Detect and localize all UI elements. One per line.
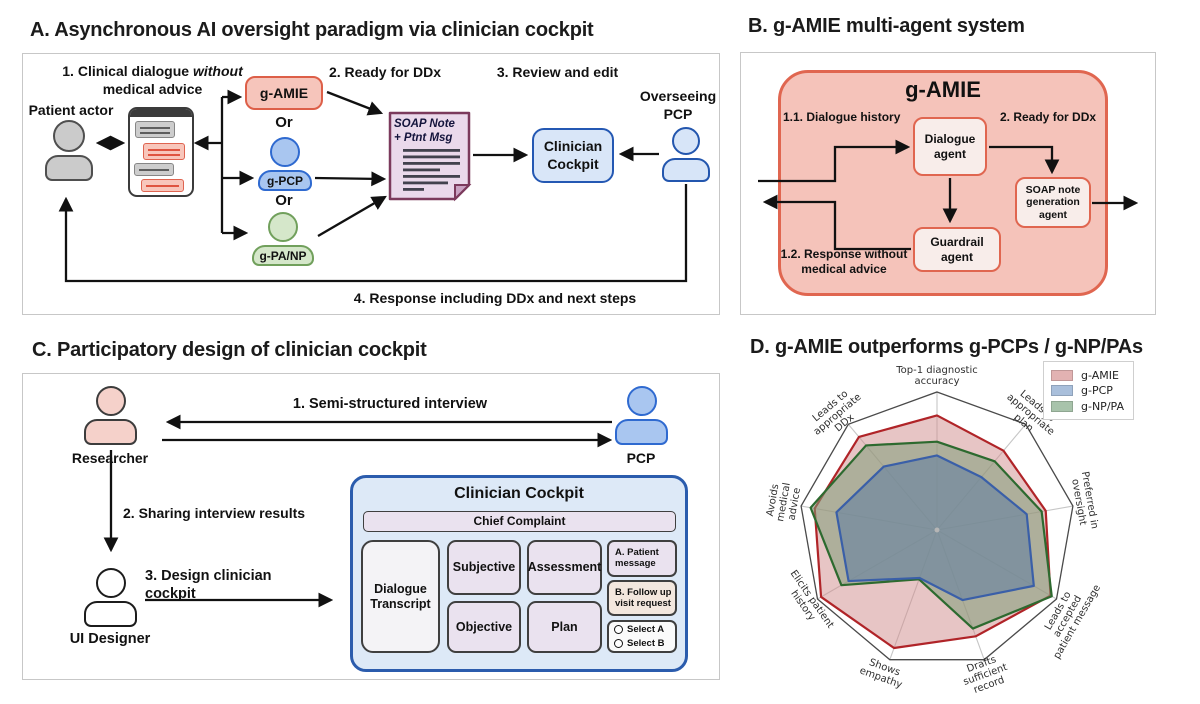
panel-a-title: A. Asynchronous AI oversight paradigm vi… — [30, 19, 594, 41]
step1-label: 1. Clinical dialogue without medical adv… — [60, 63, 245, 98]
feedback-path — [58, 184, 688, 283]
legend-item-g-pcp: g-PCP — [1051, 384, 1124, 397]
ui-designer-label: UI Designer — [69, 631, 151, 647]
label-1-1: 1.1. Dialogue history — [783, 110, 901, 124]
chart-legend: g-AMIE g-PCP g-NP/PA — [1043, 361, 1134, 420]
label-2: 2. Ready for DDx — [1000, 110, 1097, 124]
chat-message-gray — [135, 121, 175, 138]
step3-design-label: 3. Design clinician cockpit — [145, 568, 272, 603]
g-pcp-icon: g-PCP — [258, 137, 312, 191]
or-label-1: Or — [275, 114, 293, 131]
or-label-2: Or — [275, 192, 293, 209]
ui-designer-icon — [84, 568, 137, 627]
radar-axis-label: Preferred inoversight — [1068, 471, 1100, 532]
plan-field: Plan — [527, 601, 602, 653]
chat-titlebar — [130, 109, 192, 117]
assessment-field: Assessment — [527, 540, 602, 595]
chat-message-pink — [143, 143, 185, 160]
legend-label: g-PCP — [1081, 384, 1113, 397]
g-pa-np-label: g-PA/NP — [252, 245, 314, 266]
clinician-cockpit-box: Clinician Cockpit — [532, 128, 614, 183]
g-amie-swatch-icon — [1051, 369, 1073, 381]
select-panel: Select A Select B — [607, 620, 677, 653]
step1-line2: medical advice — [102, 80, 203, 97]
panel-c-title: C. Participatory design of clinician coc… — [32, 339, 427, 361]
radar-axis-label: Draftssufficientrecord — [958, 652, 1012, 699]
chat-message-gray — [134, 163, 174, 176]
legend-item-g-amie: g-AMIE — [1051, 369, 1124, 382]
chat-window-icon — [128, 107, 194, 197]
step4-label: 4. Response including DDx and next steps — [353, 290, 637, 306]
g-amie-container-title: g-AMIE — [905, 77, 981, 102]
patient-actor-icon — [45, 120, 93, 181]
researcher-icon — [84, 386, 137, 445]
follow-up-field: B. Follow up visit request — [607, 580, 677, 616]
g-pa-np-icon: g-PA/NP — [252, 212, 314, 266]
patient-actor-label: Patient actor — [28, 102, 114, 118]
legend-label: g-AMIE — [1081, 368, 1119, 382]
patient-message-field: A. Patient message — [607, 540, 677, 577]
panel-d-title: D. g-AMIE outperforms g-PCPs / g-NP/PAs — [750, 336, 1143, 358]
chat-message-pink — [141, 179, 184, 192]
chief-complaint-field: Chief Complaint — [363, 511, 676, 532]
pcp-icon — [615, 386, 668, 445]
select-b-option: Select B — [614, 638, 665, 649]
pcp-label: PCP — [626, 450, 656, 466]
g-pcp-label: g-PCP — [258, 170, 312, 191]
select-a-label: Select A — [627, 624, 665, 636]
dialogue-transcript-panel: Dialogue Transcript — [361, 540, 440, 653]
soap-generation-agent-box: SOAP note generation agent — [1015, 177, 1091, 228]
cockpit-mock-title: Clinician Cockpit — [454, 485, 584, 502]
label-1-2: 1.2. Response without medical advice — [780, 247, 908, 276]
g-amie-box: g-AMIE — [245, 76, 323, 110]
select-b-label: Select B — [627, 637, 665, 649]
radar-axis-label: Avoidsmedicaladvice — [764, 480, 803, 525]
legend-label: g-NP/PA — [1081, 399, 1124, 413]
legend-item-g-np-pa: g-NP/PA — [1051, 400, 1124, 413]
step3-label: 3. Review and edit — [496, 64, 619, 80]
step2-sharing-label: 2. Sharing interview results — [123, 505, 306, 521]
step1-interview-label: 1. Semi-structured interview — [292, 396, 488, 412]
radio-a-icon — [614, 625, 623, 635]
objective-field: Objective — [447, 601, 521, 653]
subjective-field: Subjective — [447, 540, 521, 595]
researcher-label: Researcher — [71, 450, 149, 466]
dialogue-agent-box: Dialogue agent — [913, 117, 987, 176]
g-np-pa-swatch-icon — [1051, 400, 1073, 412]
select-a-option: Select A — [614, 624, 664, 635]
guardrail-agent-box: Guardrail agent — [913, 227, 1001, 272]
panel-b-title: B. g-AMIE multi-agent system — [748, 15, 1025, 37]
step1-italic-text: without — [192, 63, 243, 79]
overseeing-pcp-icon — [662, 127, 710, 182]
overseeing-pcp-label: Overseeing PCP — [639, 88, 717, 122]
soap-note-label: SOAP Note + Ptnt Msg — [394, 118, 455, 145]
soap-note-document — [388, 111, 472, 202]
step2-label: 2. Ready for DDx — [328, 64, 442, 80]
g-pcp-swatch-icon — [1051, 385, 1073, 396]
radio-b-icon — [614, 638, 623, 648]
step1-text: 1. Clinical dialogue — [62, 63, 193, 79]
radar-axis-label: Showsempathy — [858, 655, 907, 691]
